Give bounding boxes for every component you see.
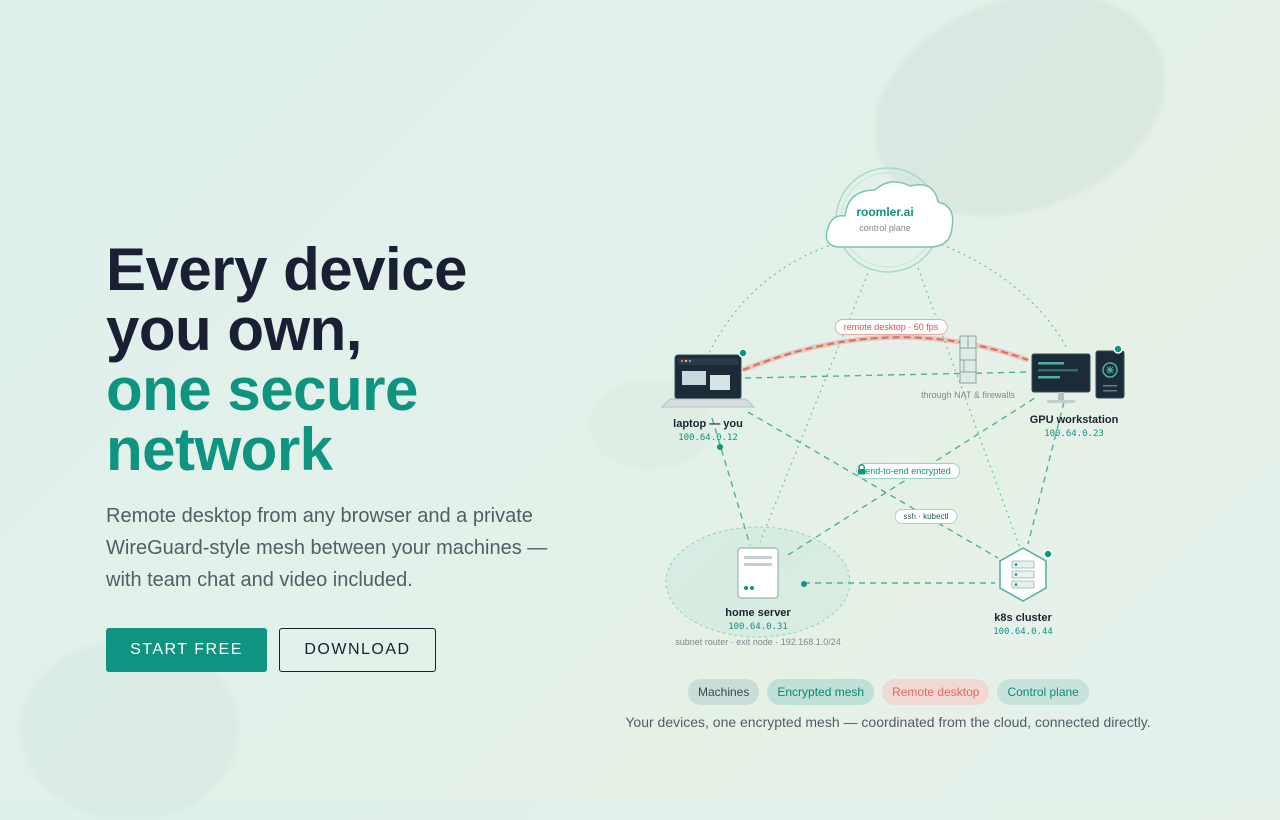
diagram-legend: Machines Encrypted mesh Remote desktop C…: [688, 679, 1089, 705]
mesh-link: [711, 417, 751, 546]
gpu-workstation-ip: 100.64.0.23: [1044, 429, 1104, 439]
laptop-icon: [660, 348, 756, 408]
k8s-cluster-icon: [999, 547, 1053, 602]
remote-desktop-pill: remote desktop · 60 fps: [834, 319, 948, 335]
network-diagram: roomler.ai control plane remote desktop …: [600, 150, 1180, 670]
hero-section: Every device you own, one secure network…: [106, 240, 576, 672]
headline-accent-line: network: [106, 416, 333, 483]
k8s-cluster-label: k8s cluster: [994, 612, 1052, 624]
legend-chip-encrypted-mesh[interactable]: Encrypted mesh: [767, 679, 875, 705]
laptop-label: laptop — you: [673, 418, 743, 430]
home-server-label: home server: [725, 607, 791, 619]
download-button[interactable]: DOWNLOAD: [279, 628, 436, 672]
hero-subtitle: Remote desktop from any browser and a pr…: [106, 505, 548, 591]
laptop-port-dot: [717, 444, 723, 450]
cloud-title: roomler.ai: [856, 205, 914, 219]
hero-headline: Every device you own, one secure network: [106, 240, 576, 480]
control-link: [917, 267, 1021, 549]
home-server-icon: [737, 547, 779, 599]
k8s-cluster-ip: 100.64.0.44: [993, 627, 1053, 637]
home-server-note: subnet router · exit node · 192.168.1.0/…: [675, 637, 841, 647]
gpu-workstation-label: GPU workstation: [1029, 414, 1119, 426]
laptop-ip: 100.64.0.12: [678, 433, 738, 443]
headline-line: Every device: [106, 236, 467, 303]
legend-chip-machines[interactable]: Machines: [688, 679, 760, 705]
nat-note: through NAT & firewalls: [921, 390, 1015, 400]
cloud-icon: [825, 167, 954, 273]
encrypted-pill: end-to-end encrypted: [856, 463, 960, 479]
cloud-subtitle: control plane: [859, 223, 911, 233]
remote-desktop-arc: [742, 336, 1029, 371]
legend-chip-remote-desktop[interactable]: Remote desktop: [882, 679, 990, 705]
cta-group: START FREE DOWNLOAD: [106, 628, 576, 672]
headline-accent-line: one secure: [106, 356, 418, 423]
control-link: [707, 241, 841, 356]
legend-chip-control-plane[interactable]: Control plane: [997, 679, 1089, 705]
start-free-button[interactable]: START FREE: [106, 628, 267, 672]
home-server-port-dot: [801, 581, 807, 587]
firewall-icon: [959, 335, 977, 384]
control-plane-links: [707, 241, 1069, 549]
mesh-link: [747, 411, 999, 559]
lock-icon: [858, 464, 866, 475]
control-link: [759, 267, 871, 543]
mesh-link: [744, 371, 1031, 379]
headline-line: you own,: [106, 296, 362, 363]
encrypted-pill-label: end-to-end encrypted: [865, 466, 951, 476]
gpu-workstation-icon: [1031, 344, 1125, 403]
diagram-caption: Your devices, one encrypted mesh — coord…: [625, 714, 1151, 730]
home-server-ip: 100.64.0.31: [728, 622, 788, 632]
control-link: [935, 241, 1069, 351]
remote-desktop-arc: [742, 334, 1029, 373]
ssh-pill: ssh · kubectl: [894, 509, 958, 524]
mesh-link: [1027, 401, 1065, 545]
